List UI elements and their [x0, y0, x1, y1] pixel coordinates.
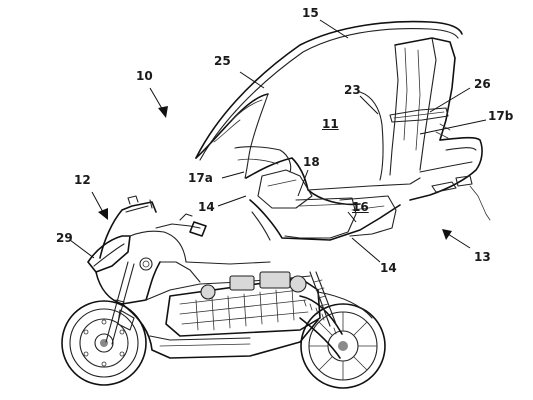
front-fairing — [87, 195, 207, 305]
ref-label-10: 10 — [136, 69, 153, 83]
ref-label-18: 18 — [303, 155, 320, 169]
scooter-body-frame — [121, 261, 319, 359]
ref-label-26: 26 — [474, 77, 491, 91]
ref-label-13: 13 — [474, 250, 491, 264]
ref-label-17a: 17a — [188, 171, 213, 185]
ref-label-15: 15 — [302, 6, 319, 20]
ref-label-11: 11 — [322, 117, 339, 131]
ref-label-16: 16 — [352, 200, 369, 214]
battery-pack — [165, 271, 321, 337]
ref-label-14-left: 14 — [198, 200, 215, 214]
rear-wheel — [300, 303, 386, 389]
ref-label-25: 25 — [214, 54, 231, 68]
ref-label-17b: 17b — [488, 109, 514, 123]
seat-backrest-structure — [359, 37, 456, 181]
ref-label-23: 23 — [344, 83, 361, 97]
drive-belt-swingarm — [299, 271, 373, 359]
cabin-side-shell — [234, 123, 491, 241]
ref-label-14-bottom: 14 — [380, 261, 397, 275]
ref-label-29: 29 — [56, 231, 73, 245]
leader-lines — [69, 19, 487, 263]
ref-label-12: 12 — [74, 173, 91, 187]
